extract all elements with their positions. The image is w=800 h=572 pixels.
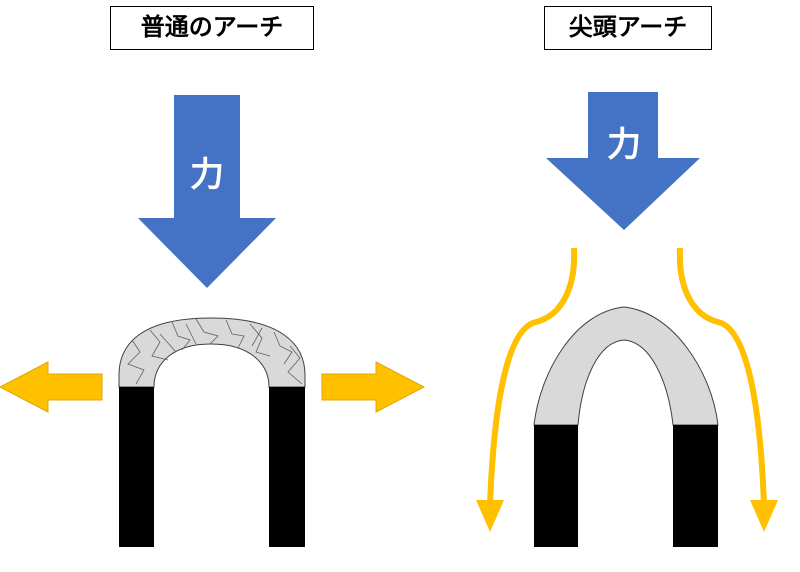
normal-arch-group: 力 (0, 95, 426, 547)
force-label-right: 力 (607, 125, 641, 165)
pointed-arch-stone (533, 306, 719, 426)
thrust-path-left (476, 247, 578, 532)
pointed-arch-group: 力 (476, 92, 778, 547)
thrust-arrow-right (321, 361, 426, 413)
force-arrow-right (546, 92, 700, 230)
pillar-left-right (269, 387, 305, 547)
pillar-right-left (534, 425, 578, 547)
title-normal-arch: 普通のアーチ (110, 6, 314, 50)
thrust-path-right (676, 247, 778, 532)
force-label-left: 力 (190, 155, 224, 195)
normal-arch-joints (127, 318, 303, 385)
pillar-right-right (673, 425, 718, 547)
title-pointed-arch: 尖頭アーチ (544, 6, 712, 50)
force-arrow-left (138, 95, 276, 288)
thrust-arrow-left (0, 361, 103, 413)
normal-arch-stone (118, 317, 306, 388)
pillar-left-left (119, 387, 154, 547)
